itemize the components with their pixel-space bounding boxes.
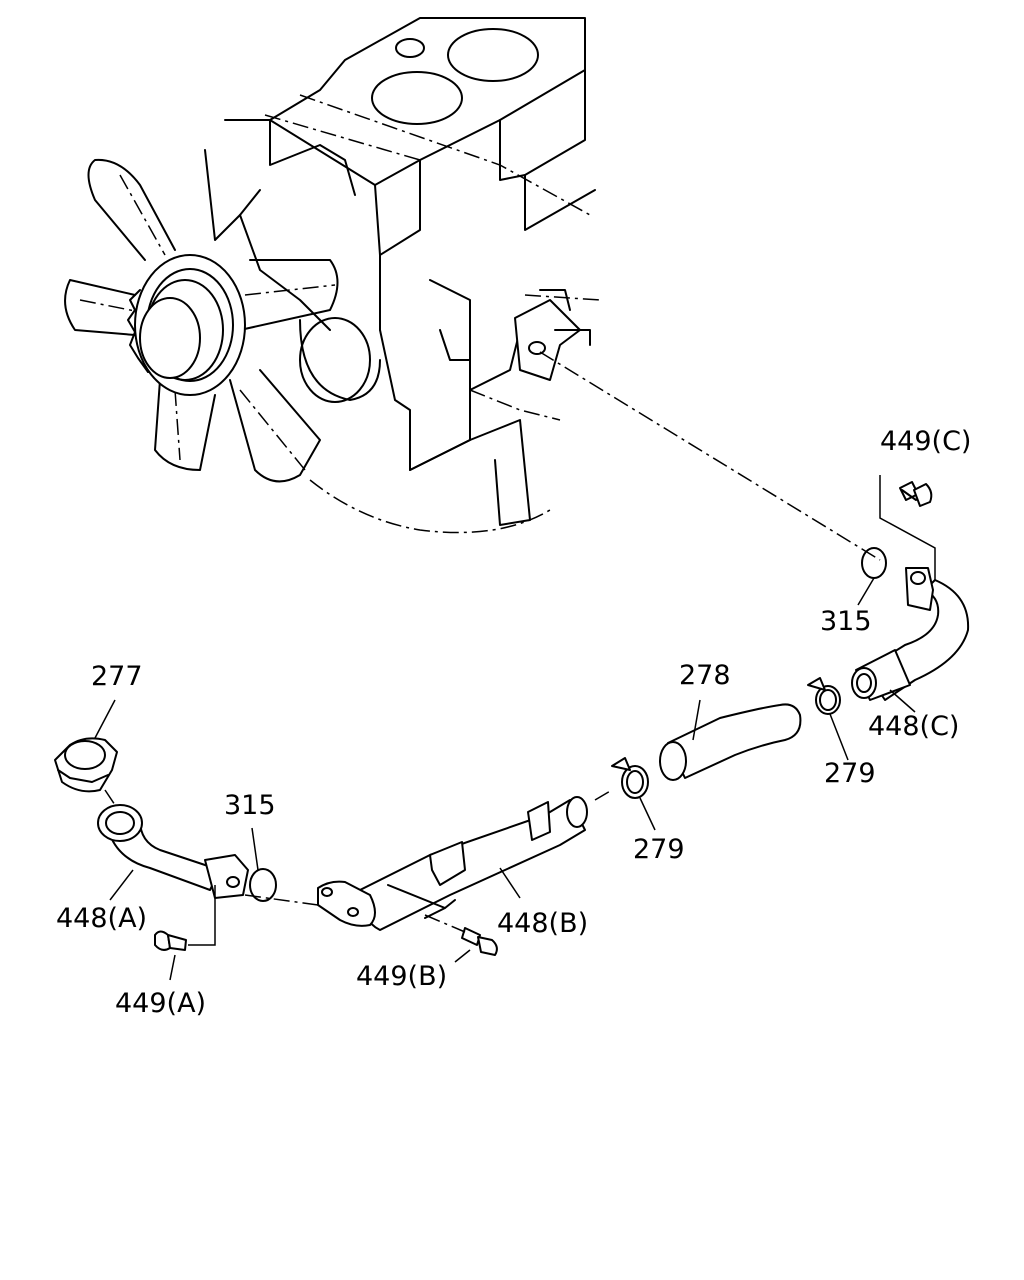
- engine-block: [204, 17, 601, 534]
- hose-278: [659, 703, 802, 781]
- filler-cap-277: [54, 737, 118, 793]
- alignment-line-engine: [539, 351, 881, 561]
- callout-278: 278: [679, 660, 731, 691]
- pipe-448c: [851, 567, 970, 701]
- cooling-fan: [64, 158, 339, 483]
- callout-279-mid: 279: [633, 834, 685, 865]
- bolt-449c: [899, 481, 933, 507]
- bolt-449a: [154, 930, 187, 951]
- gasket-315-left: [249, 868, 277, 902]
- callout-449c: 449(C): [880, 426, 971, 457]
- pipe-448a: [97, 804, 249, 899]
- callout-315-right: 315: [820, 606, 872, 637]
- callout-279-right: 279: [824, 758, 876, 789]
- callout-448b: 448(B): [497, 908, 588, 939]
- clamp-279-mid: [611, 757, 649, 799]
- callout-277: 277: [91, 661, 143, 692]
- callout-448c: 448(C): [868, 711, 959, 742]
- callout-315-left: 315: [224, 790, 276, 821]
- callout-449b: 449(B): [356, 961, 447, 992]
- leader-449c: [879, 475, 936, 580]
- callout-449a: 449(A): [115, 988, 206, 1019]
- callout-448a: 448(A): [56, 903, 147, 934]
- clamp-279-right: [807, 677, 841, 715]
- bolt-449b: [461, 927, 498, 956]
- gasket-315-right: [861, 547, 887, 579]
- pipe-448b: [317, 796, 588, 931]
